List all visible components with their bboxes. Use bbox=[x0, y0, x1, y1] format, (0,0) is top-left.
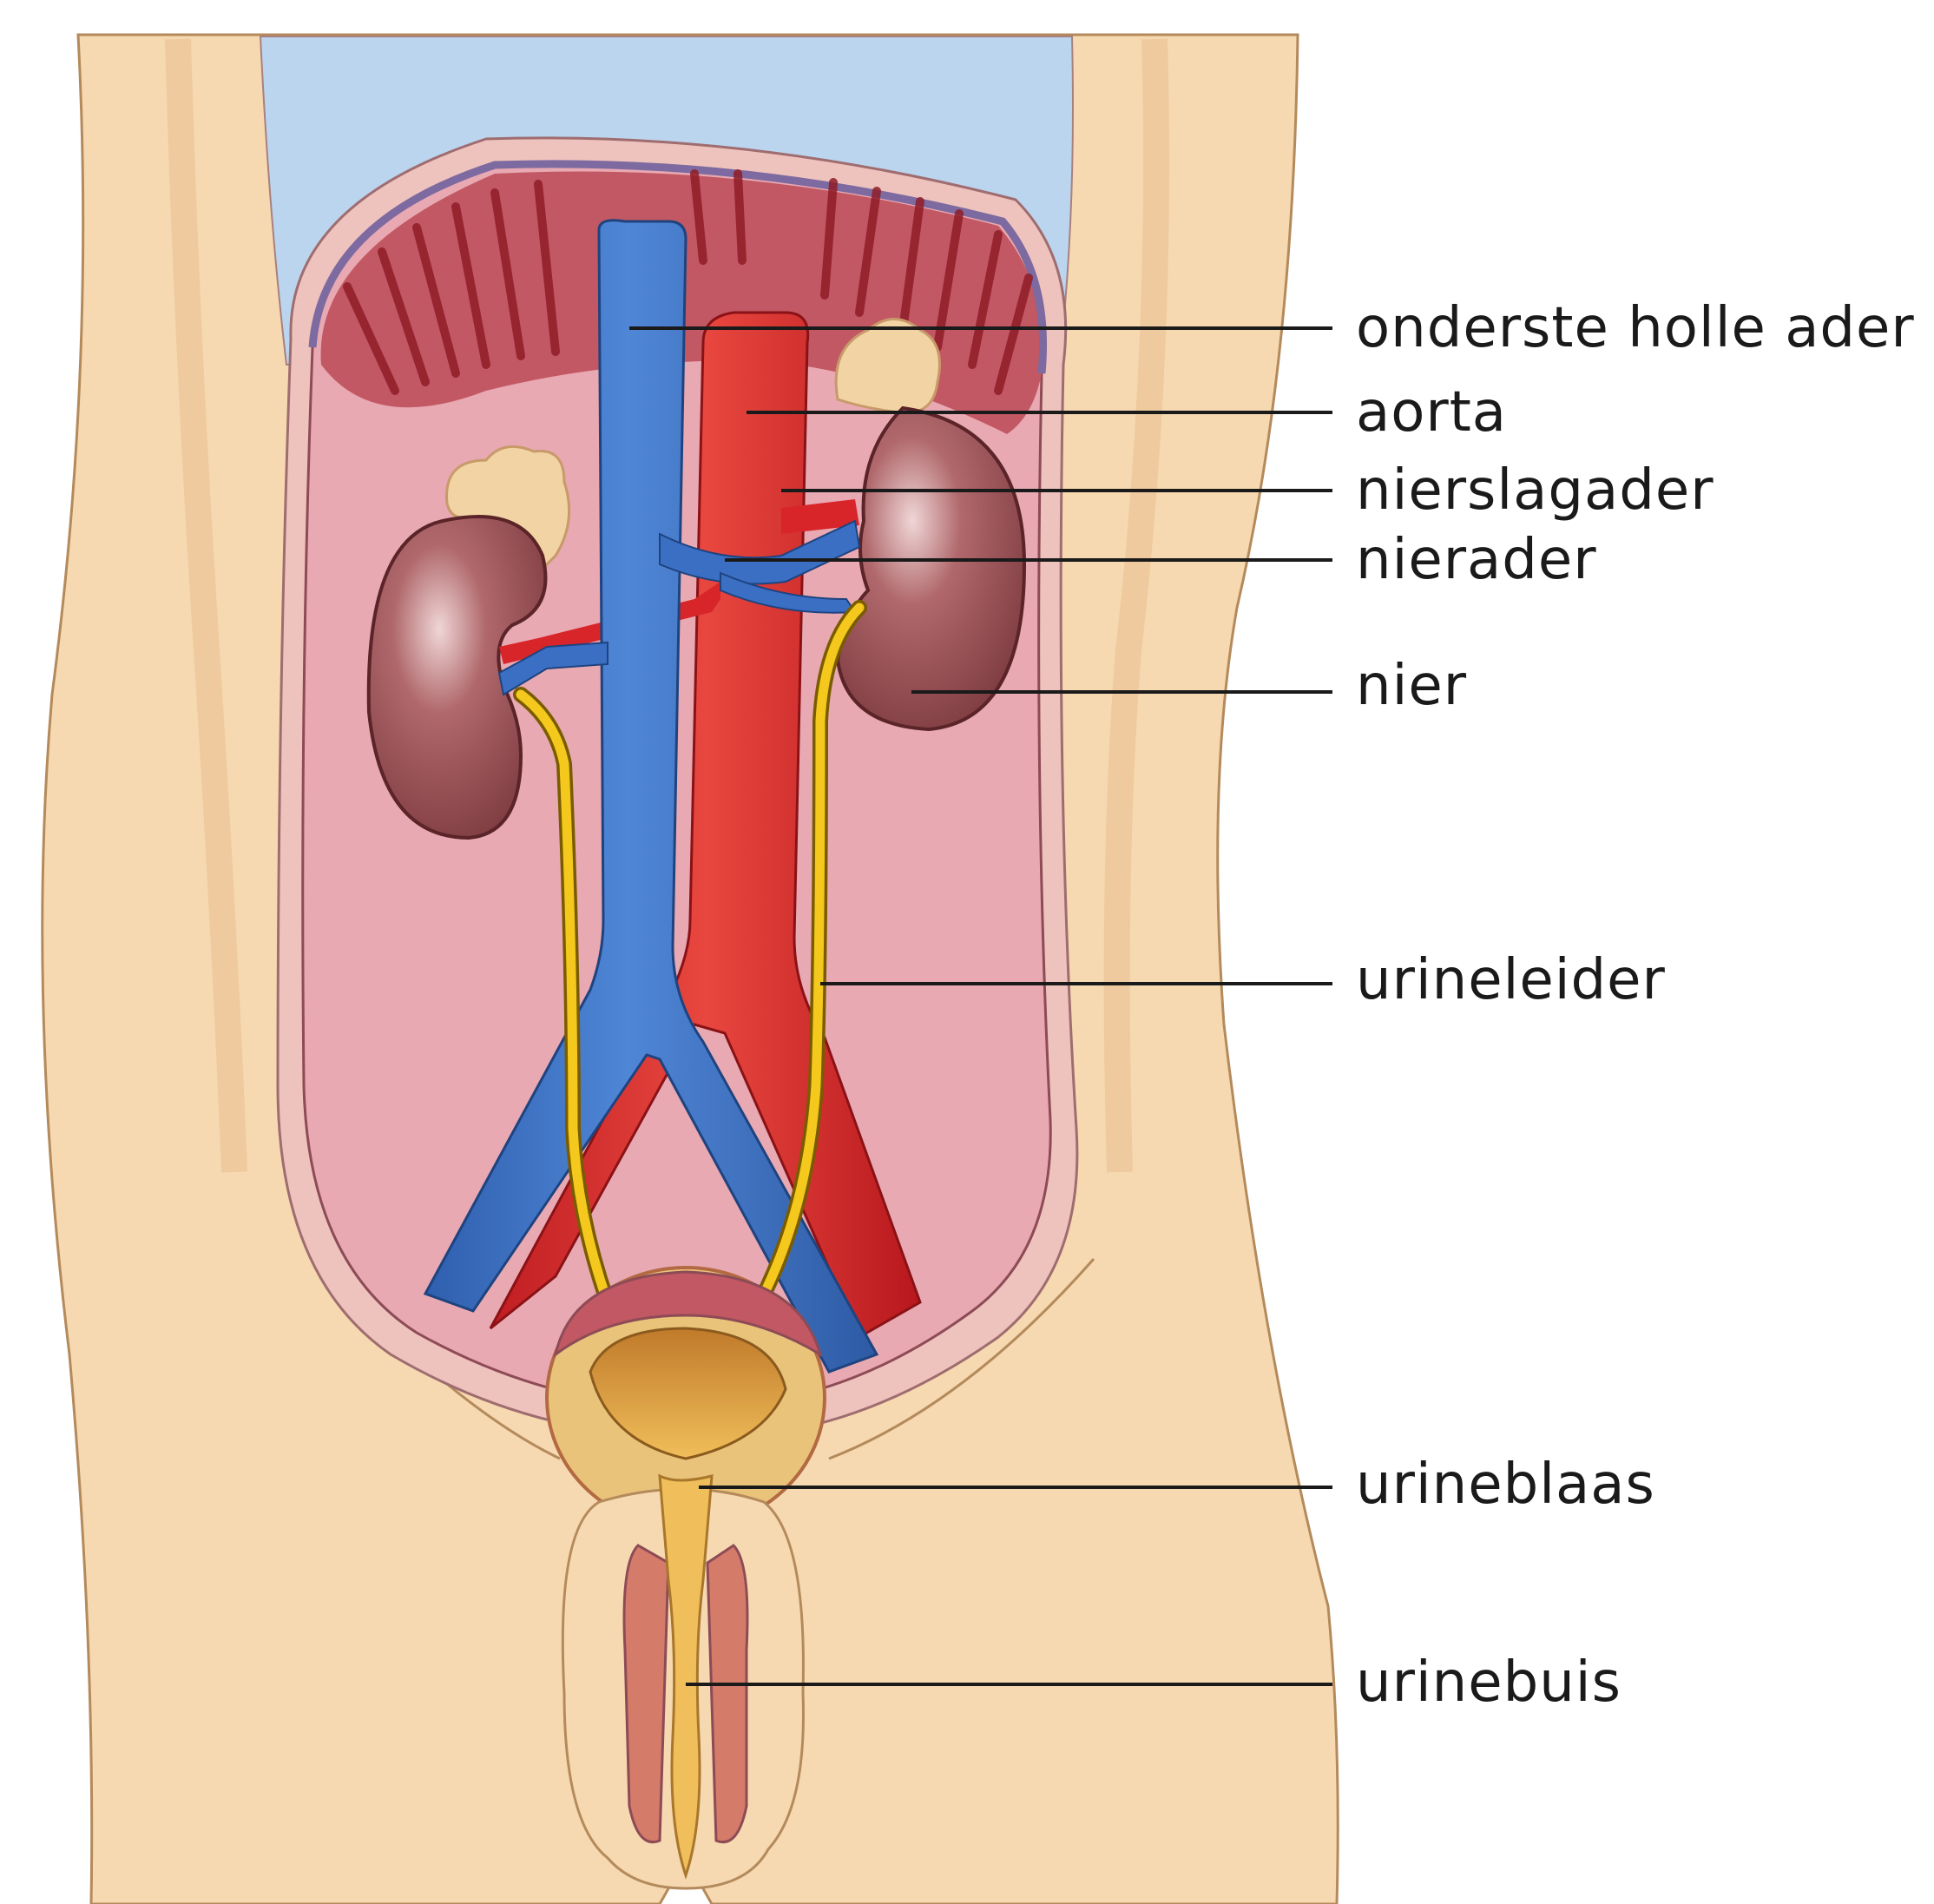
label-ureter: urineleider bbox=[1356, 952, 1666, 1008]
penis bbox=[562, 1476, 803, 1888]
label-kidney: nier bbox=[1356, 658, 1467, 714]
label-aorta: aorta bbox=[1356, 385, 1507, 440]
label-vena-cava: onderste holle ader bbox=[1356, 300, 1915, 356]
label-urethra: urinebuis bbox=[1356, 1655, 1622, 1710]
label-renal-vein: nierader bbox=[1356, 532, 1597, 588]
label-renal-artery: nierslagader bbox=[1356, 463, 1714, 518]
label-bladder: urineblaas bbox=[1356, 1457, 1655, 1512]
corpus-left bbox=[624, 1545, 668, 1842]
